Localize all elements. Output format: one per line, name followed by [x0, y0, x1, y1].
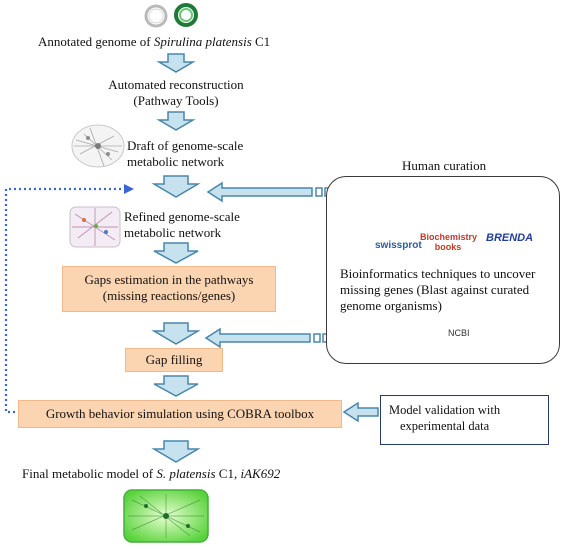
final-model-network-icon: [123, 489, 209, 543]
flow-arrows: [151, 53, 201, 463]
gaps-estimation-box: Gaps estimation in the pathways (missing…: [62, 266, 276, 312]
down-arrow-7: [151, 440, 201, 463]
growth-simulation-box: Growth behavior simulation using COBRA t…: [18, 400, 342, 428]
feedback-arrowhead: [124, 184, 134, 194]
validation-line-2: experimental data: [400, 419, 490, 433]
swissprot-logo: swissprot: [375, 240, 422, 251]
down-arrow-3: [151, 175, 201, 198]
gaps-line-2: (missing reactions/genes): [102, 288, 236, 303]
annotated-genome-step: Annotated genome of Spirulina platensis …: [38, 34, 270, 50]
final-mid: C1,: [215, 466, 241, 481]
draft-network-icon: [71, 124, 125, 168]
down-arrow-1: [156, 53, 196, 73]
draft-line-2: metabolic network: [127, 154, 225, 169]
ncbi-label: NCBI: [448, 328, 470, 338]
auto-recon-line-1: Automated reconstruction: [108, 77, 244, 92]
growth-simulation-label: Growth behavior simulation using COBRA t…: [45, 406, 315, 421]
auto-recon-line-2: (Pathway Tools): [133, 93, 219, 108]
left-arrow-mid: [204, 327, 311, 349]
left-arrow-top: [206, 181, 313, 203]
bioinformatics-line-3: genome organisms): [340, 298, 442, 313]
left-arrow-validation: [342, 401, 379, 423]
validation-line-1: Model validation with: [389, 403, 501, 417]
down-arrow-2: [156, 111, 196, 131]
down-arrow-6: [153, 375, 199, 397]
final-prefix: Final metabolic model of: [22, 466, 157, 481]
draft-line-1: Draft of genome-scale: [127, 138, 244, 153]
kegg-logo: KEGG: [493, 195, 525, 206]
brenda-logo: BRENDA: [486, 232, 534, 244]
annotated-genome-suffix: C1: [251, 34, 271, 49]
bioinformatics-line-1: Bioinformatics techniques to uncover: [340, 266, 536, 281]
gaps-line-1: Gaps estimation in the pathways: [84, 272, 254, 287]
refined-network-icon: [69, 206, 121, 248]
biochemistry-books-label: Biochemistry books: [420, 232, 478, 252]
final-species: S. platensis: [156, 466, 216, 481]
model-validation-box: [380, 395, 549, 445]
annotated-genome-species: Spirulina platensis: [153, 34, 252, 49]
down-arrow-4: [153, 242, 199, 264]
human-curation-title: Human curation: [402, 158, 487, 173]
human-curation-panel: [326, 176, 560, 364]
gap-filling-label: Gap filling: [145, 352, 203, 367]
refined-line-1: Refined genome-scale: [124, 209, 240, 224]
gap-filling-box: Gap filling: [125, 348, 223, 372]
bioinformatics-line-2: missing genes (Blast against curated: [340, 282, 530, 297]
genome-rings-icon: [144, 3, 198, 28]
refined-line-2: metabolic network: [124, 225, 222, 240]
down-arrow-5: [151, 322, 201, 345]
final-model-step: Final metabolic model of S. platensis C1…: [22, 466, 280, 482]
annotated-genome-prefix: Annotated genome of: [38, 34, 154, 49]
final-model-name: iAK692: [240, 466, 281, 481]
